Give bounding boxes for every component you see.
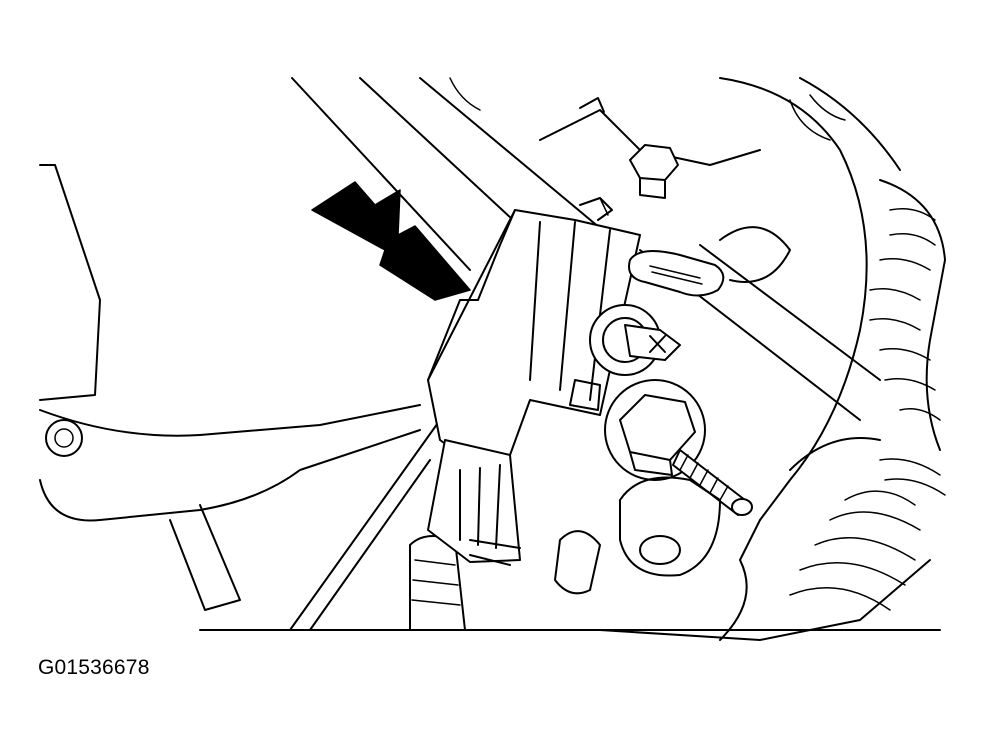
slot-clip	[628, 250, 725, 297]
upper-bolt	[579, 97, 679, 199]
pointer-arrow	[311, 181, 471, 301]
surface-texture	[789, 94, 946, 611]
bracket-plate	[39, 164, 421, 611]
mounting-boss	[554, 476, 721, 595]
lower-bolt	[604, 379, 753, 516]
figure-id-label: G01536678	[38, 656, 150, 679]
electrical-connector	[427, 197, 641, 566]
push-pin-retainer	[589, 304, 681, 376]
